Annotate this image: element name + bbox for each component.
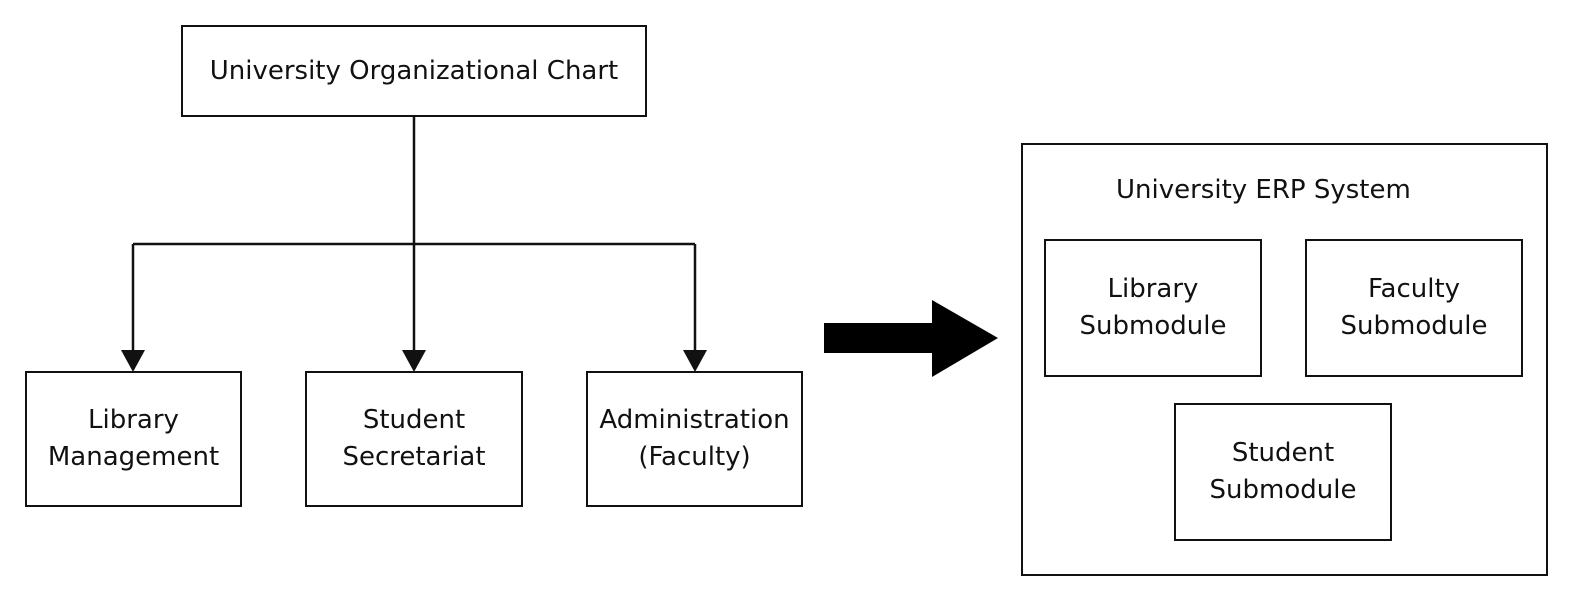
student-submodule-line2: Submodule: [1209, 475, 1357, 505]
administration-faculty-box: Administration (Faculty): [586, 371, 803, 507]
faculty-submodule-line1: Faculty: [1367, 274, 1461, 304]
student-secretariat-line1: Student: [362, 405, 466, 435]
student-secretariat-line2: Secretariat: [342, 442, 486, 472]
library-management-box: Library Management: [25, 371, 242, 507]
student-secretariat-box: Student Secretariat: [305, 371, 523, 507]
erp-system-title: University ERP System: [1116, 175, 1411, 205]
transition-arrow: [824, 300, 998, 377]
library-submodule-line2: Submodule: [1079, 311, 1227, 341]
arrowhead-student: [402, 350, 426, 372]
arrowhead-library: [121, 350, 145, 372]
arrowhead-administration: [683, 350, 707, 372]
faculty-submodule-box: Faculty Submodule: [1305, 239, 1523, 377]
library-submodule-box: Library Submodule: [1044, 239, 1262, 377]
administration-faculty-line2: (Faculty): [638, 442, 751, 472]
library-management-line1: Library: [88, 405, 179, 435]
student-submodule-box: Student Submodule: [1174, 403, 1392, 541]
faculty-submodule-line2: Submodule: [1340, 311, 1488, 341]
administration-faculty-line1: Administration: [599, 405, 790, 435]
student-submodule-line1: Student: [1231, 438, 1335, 468]
org-chart-title: University Organizational Chart: [209, 55, 619, 86]
org-chart-title-box: University Organizational Chart: [181, 25, 647, 117]
library-management-line2: Management: [47, 442, 220, 472]
library-submodule-line1: Library: [1107, 274, 1199, 304]
